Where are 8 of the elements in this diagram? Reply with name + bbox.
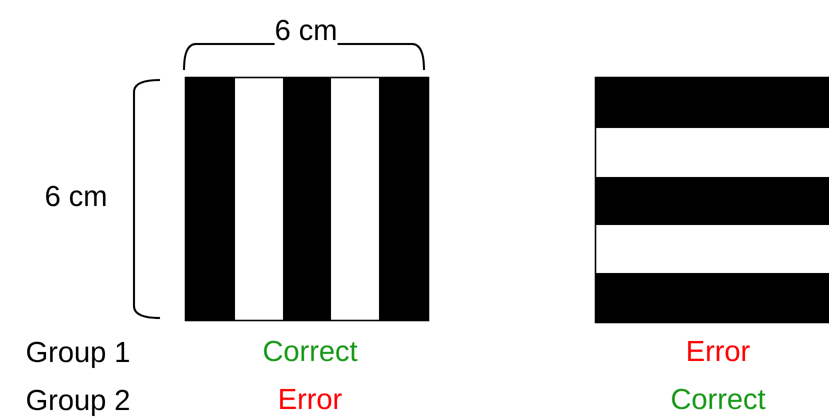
result-label: Error <box>686 335 750 369</box>
group-label: Group 1 <box>26 336 130 370</box>
result-label: Error <box>278 383 342 417</box>
dimension-label: 6 cm <box>274 17 338 45</box>
result-label: Correct <box>670 383 766 417</box>
dimension-label: 6 cm <box>44 180 108 214</box>
group-label: Group 2 <box>26 384 130 418</box>
result-label: Correct <box>262 335 358 369</box>
